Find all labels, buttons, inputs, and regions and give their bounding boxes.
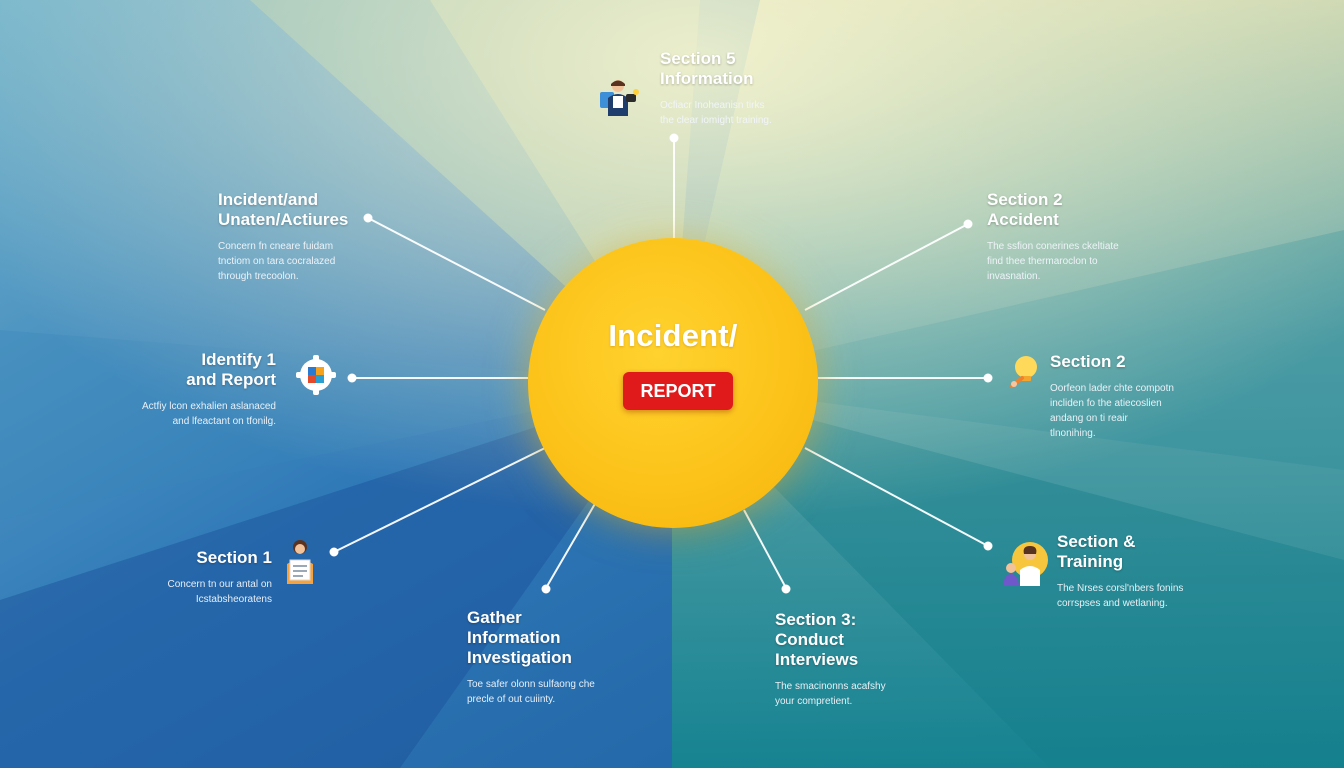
connector-dot-lower-left <box>329 547 339 557</box>
connector-dot-bottom-left <box>541 584 551 594</box>
connector-bottom-right <box>743 509 787 589</box>
connector-dot-upper-left <box>363 213 373 223</box>
node-description: The ssfion conerines ckeltiate find thee… <box>987 241 1119 282</box>
node-section-training[interactable]: Section & Training The Nrses corsl'nbers… <box>1057 532 1257 611</box>
node-title: Section 5 Information <box>660 49 754 88</box>
person-with-laptop-icon <box>600 80 639 116</box>
connector-lower-left <box>333 447 546 553</box>
central-hub: Incident/ REPORT <box>528 238 818 528</box>
node-section-2[interactable]: Section 2 Oorfeon lader chte compotn inc… <box>1050 352 1250 441</box>
hub-title: Incident/ <box>608 318 738 353</box>
connector-dot-bottom-right <box>781 584 791 594</box>
trainer-group-icon <box>1003 542 1048 586</box>
node-section-5-information[interactable]: Section 5 Information Ocfiacr Inoheanisn… <box>660 49 860 128</box>
node-description: Ocfiacr Inoheanisn tirks the clear iomig… <box>660 100 772 126</box>
connector-lower-right <box>804 447 989 547</box>
gear-badge-icon <box>296 355 336 395</box>
node-section-1[interactable]: Section 1 Concern tn our antal on Icstab… <box>110 548 272 607</box>
report-badge[interactable]: REPORT <box>623 372 733 410</box>
connector-upper-left <box>367 217 546 311</box>
connector-dot-upper-right <box>963 219 973 229</box>
connector-dot-mid-left <box>347 373 357 383</box>
node-title: Section & Training <box>1057 532 1136 571</box>
node-description: Oorfeon lader chte compotn incliden fo t… <box>1050 383 1174 439</box>
node-title: Identify 1 and Report <box>186 350 276 389</box>
node-title: Section 3: Conduct Interviews <box>775 610 859 669</box>
node-description: The Nrses corsl'nbers fonins corrspses a… <box>1057 583 1184 609</box>
node-description: Actfiy lcon exhalien aslanaced and lfeac… <box>142 401 276 427</box>
person-document-icon <box>287 540 313 584</box>
node-description: Concern fn cneare fuidam tnctiom on tara… <box>218 241 336 282</box>
node-description: The smacinonns acafshy your compretient. <box>775 681 886 707</box>
node-title: Section 2 Accident <box>987 190 1063 229</box>
node-title: Section 2 <box>1050 352 1126 371</box>
node-description: Toe safer olonn sulfaong che precle of o… <box>467 679 595 705</box>
node-title: Incident/and Unaten/Actiures <box>218 190 349 229</box>
lightbulb-icon <box>1010 356 1037 388</box>
node-title: Section 1 <box>196 548 272 567</box>
node-title: Gather Information Investigation <box>467 608 572 667</box>
connector-dot-top <box>669 133 679 143</box>
node-identify-and-report[interactable]: Identify 1 and Report Actfiy lcon exhali… <box>90 350 276 429</box>
node-gather-information[interactable]: Gather Information Investigation Toe saf… <box>467 608 667 707</box>
connector-dot-lower-right <box>983 541 993 551</box>
connector-bottom-left <box>545 501 597 589</box>
node-section-2-accident[interactable]: Section 2 Accident The ssfion conerines … <box>987 190 1187 284</box>
connector-dot-mid-right <box>983 373 993 383</box>
connector-upper-right <box>804 223 969 311</box>
node-incident-and-actions[interactable]: Incident/and Unaten/Actiures Concern fn … <box>218 190 418 284</box>
node-description: Concern tn our antal on Icstabsheoratens <box>167 579 272 605</box>
node-conduct-interviews[interactable]: Section 3: Conduct Interviews The smacin… <box>775 610 975 709</box>
